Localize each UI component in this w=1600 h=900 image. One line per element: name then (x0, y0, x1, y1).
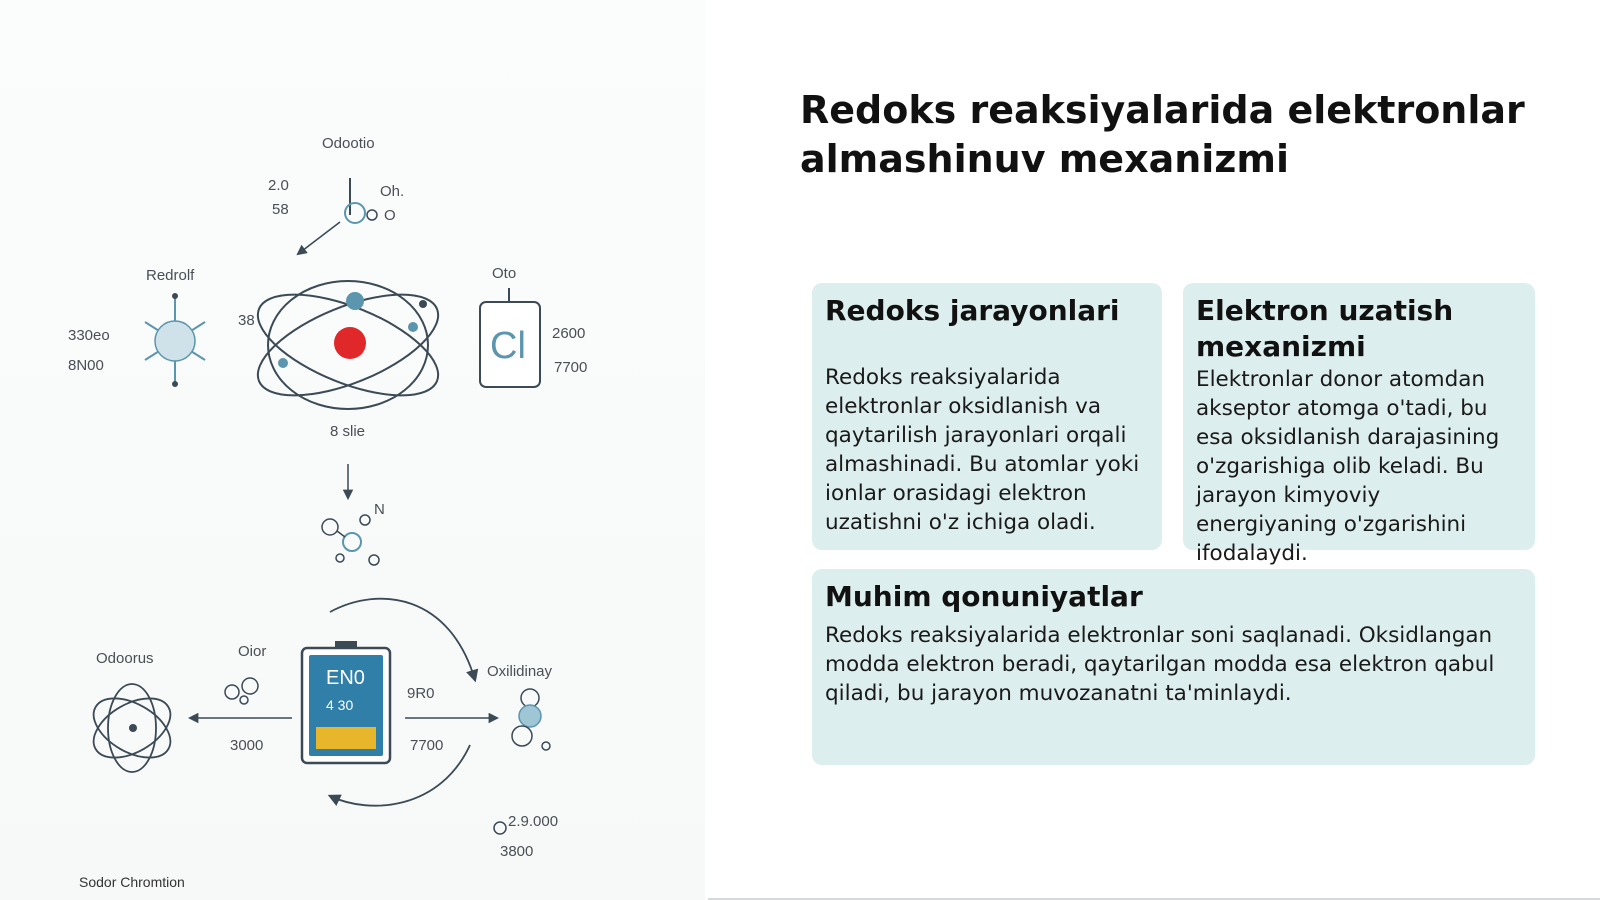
label-bottom-a: 2.9.000 (508, 813, 558, 830)
small-molecule (321, 514, 380, 566)
lower-right-molecule (511, 688, 551, 751)
central-atom (256, 280, 440, 410)
label-atom-side: 38 (238, 312, 255, 329)
label-left-a: 330eo (68, 327, 110, 344)
cycle-arrow-bottom (327, 744, 471, 807)
label-top-a: 2.0 (268, 177, 289, 194)
element-cell: Cl (479, 288, 541, 388)
label-mol-n: N (374, 501, 385, 518)
label-low-mid: Oior (238, 643, 266, 660)
label-left: Redrolf (146, 267, 195, 284)
nucleus (334, 327, 366, 359)
label-right-b: 7700 (554, 359, 587, 376)
label-low-arrow-b: 7700 (410, 737, 443, 754)
battery-top-text: EN0 (326, 667, 365, 689)
label-left-b: 8N00 (68, 357, 104, 374)
label-bottom-b: 3800 (500, 843, 533, 860)
label-top-c: Oh. (380, 183, 404, 200)
battery: EN0 4 30 (300, 641, 392, 765)
battery-molecule (224, 677, 259, 705)
label-top: Odootio (322, 135, 375, 152)
label-right: Oto (492, 265, 516, 282)
slide-title: Redoks reaksiyalarida elektronlar almash… (800, 88, 1525, 181)
bottom-divider (708, 898, 1600, 900)
card-body: Redoks reaksiyalarida elektronlar oksidl… (825, 365, 1140, 535)
cycle-arrow-top (329, 597, 479, 683)
top-molecule (296, 178, 378, 256)
redox-diagram: Odootio 2.0 58 Oh. O Redrolf 330eo 8N00 (68, 135, 587, 860)
left-molecule (144, 293, 206, 387)
cell-symbol: Cl (490, 325, 526, 367)
redox-illustration: Odootio 2.0 58 Oh. O Redrolf 330eo 8N00 (0, 0, 705, 900)
label-low-left: Odoorus (96, 650, 154, 667)
label-low-arrow-a: 9R0 (407, 685, 435, 702)
label-low-mid-b: 3000 (230, 737, 263, 754)
label-low-right: Oxilidinay (487, 663, 553, 680)
label-top-b: 58 (272, 201, 289, 218)
label-right-a: 2600 (552, 325, 585, 342)
lower-left-atom (92, 683, 172, 773)
card-body: Redoks reaksiyalarida elektronlar soni s… (825, 623, 1495, 706)
battery-mid-text: 4 30 (326, 697, 353, 713)
card-redox-processes: Redoks jarayonlari Redoks reaksiyalarida… (812, 283, 1162, 550)
card-body: Elektronlar donor atomdan akseptor atomg… (1196, 367, 1500, 566)
card-heading: Redoks jarayonlari (825, 294, 1120, 327)
card-key-laws: Muhim qonuniyatlar Redoks reaksiyalarida… (812, 569, 1535, 765)
illustration-caption: Sodor Chromtion (79, 874, 185, 890)
card-electron-transfer: Elektron uzatish mexanizmi Elektronlar d… (1183, 283, 1535, 566)
card-heading: Muhim qonuniyatlar (825, 580, 1143, 613)
label-top-d: O (384, 207, 396, 224)
label-bottom: 8 slie (330, 423, 365, 440)
card-heading: Elektron uzatish mexanizmi (1196, 294, 1454, 363)
